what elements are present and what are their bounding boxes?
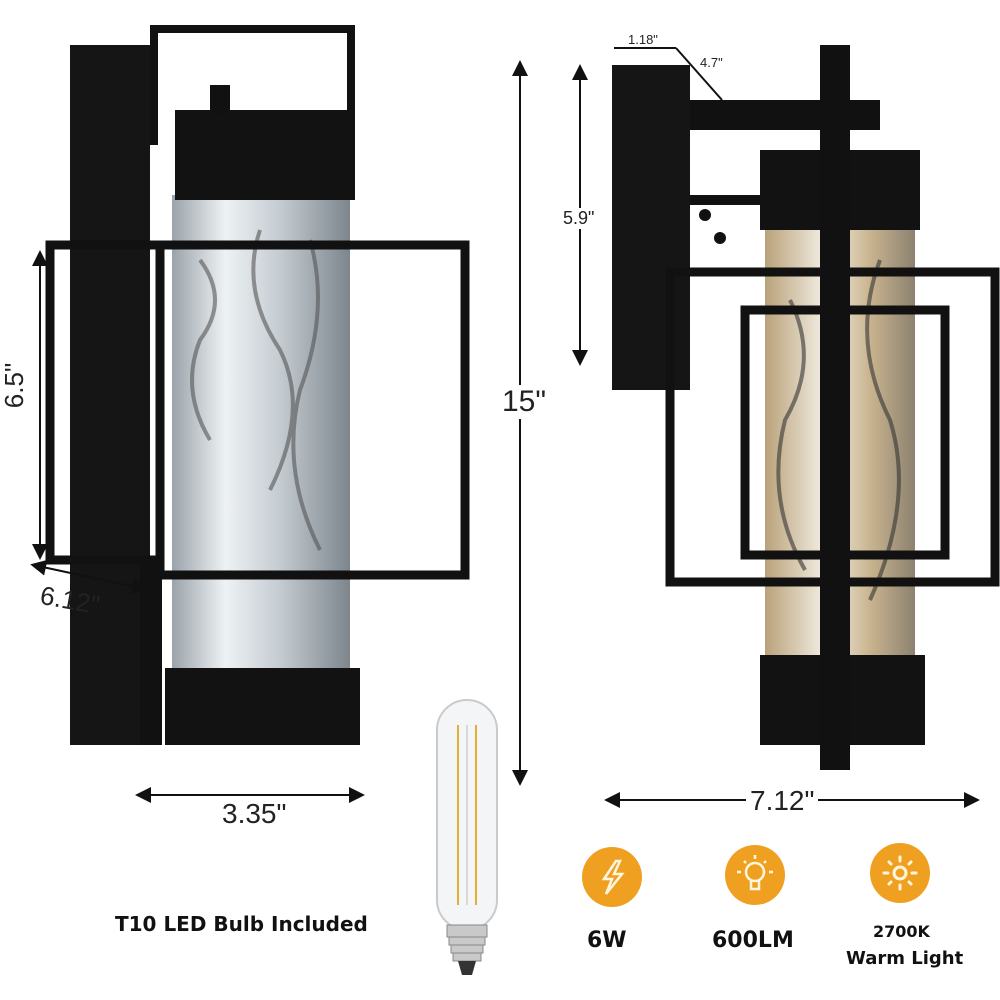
dimension-total-height: 15": [502, 385, 547, 419]
led-bulb-image: [436, 699, 498, 975]
dimension-right-width: 7.12": [746, 785, 819, 817]
feature-color-temp-desc: Warm Light: [846, 948, 964, 969]
sun-icon: [870, 843, 930, 903]
lightbulb-icon: [725, 845, 785, 905]
dimension-backplate-width: 1.18": [628, 32, 658, 47]
dimension-arm-length: 4.7": [700, 55, 723, 70]
dimension-upper-height: 5.9": [563, 208, 595, 229]
feature-color-temp: 2700K: [873, 922, 930, 941]
bulb-caption: T10 LED Bulb Included: [115, 912, 368, 936]
dimension-left-width: 3.35": [222, 798, 287, 829]
dimension-left-height: 6.5": [0, 362, 30, 409]
left-lamp: [45, 25, 470, 745]
feature-lumens: 600LM: [712, 928, 794, 953]
right-lamp: [612, 45, 1000, 770]
lightning-icon: [582, 847, 642, 907]
feature-wattage: 6W: [587, 928, 627, 953]
